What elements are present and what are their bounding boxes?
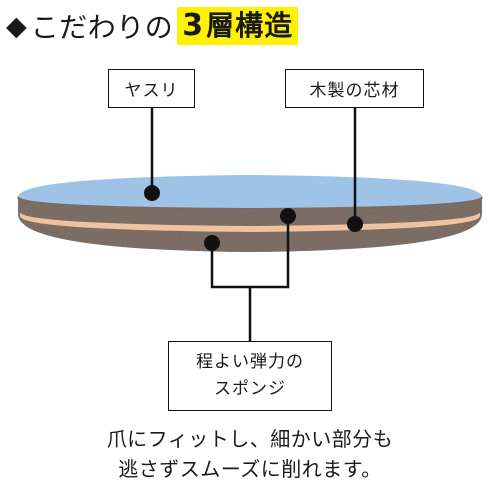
file-surface-edge bbox=[17, 196, 483, 211]
label-file-layer: ヤスリ bbox=[108, 69, 195, 108]
caption: 爪にフィットし、細かい部分も 逃さずスムーズに削れます。 bbox=[0, 424, 500, 484]
wood-core-layer bbox=[20, 212, 480, 232]
heading-highlight-text: 層構造 bbox=[206, 9, 294, 42]
heading-lead-text: こだわりの bbox=[30, 11, 174, 44]
heading-highlight: 3層構造 bbox=[177, 7, 299, 45]
label-sponge-line2: スポンジ bbox=[214, 379, 286, 399]
marker-dot-file bbox=[144, 185, 160, 201]
label-sponge: 程よい弾力の スポンジ bbox=[168, 341, 332, 411]
section-heading: ◆ こだわりの 3層構造 bbox=[6, 6, 299, 46]
caption-line1: 爪にフィットし、細かい部分も bbox=[106, 427, 394, 451]
marker-dot-sponge-left bbox=[204, 235, 220, 251]
label-wood-core-text: 木製の芯材 bbox=[309, 81, 400, 101]
black-diamond-icon: ◆ bbox=[6, 10, 27, 42]
heading-highlight-number: 3 bbox=[182, 8, 205, 43]
marker-dot-core bbox=[347, 216, 363, 232]
caption-line2: 逃さずスムーズに削れます。 bbox=[118, 457, 382, 481]
marker-dot-sponge-right bbox=[280, 208, 296, 224]
label-wood-core: 木製の芯材 bbox=[285, 69, 424, 108]
label-file-layer-text: ヤスリ bbox=[124, 81, 179, 101]
label-sponge-line1: 程よい弾力の bbox=[196, 352, 304, 372]
file-surface-layer bbox=[18, 175, 482, 209]
